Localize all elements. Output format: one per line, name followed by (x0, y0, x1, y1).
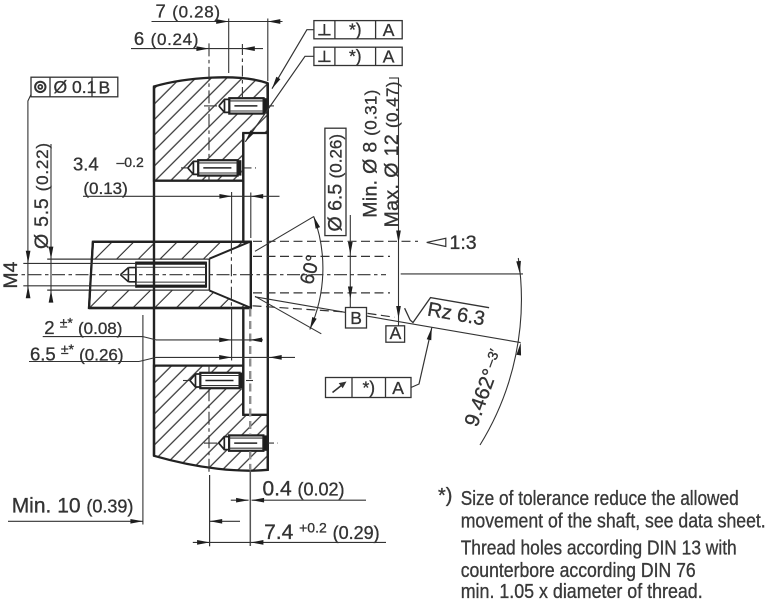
svg-text:1:3: 1:3 (450, 232, 477, 254)
svg-text:A: A (383, 20, 395, 40)
svg-text:Ø 0.1: Ø 0.1 (54, 77, 97, 97)
svg-text:A: A (392, 378, 404, 398)
svg-text:Max. Ø 12 (0.47): Max. Ø 12 (0.47) (381, 82, 403, 228)
svg-text:*): *) (363, 377, 376, 397)
svg-text:Ø 6.5 (0.26): Ø 6.5 (0.26) (325, 134, 347, 232)
svg-text:Min. 10 (0.39): Min. 10 (0.39) (12, 495, 134, 518)
svg-text:Size of tolerance reduce the a: Size of tolerance reduce the allowed (461, 488, 739, 510)
svg-text:Min. Ø 8 (0.31): Min. Ø 8 (0.31) (360, 90, 382, 218)
svg-text:(0.13): (0.13) (83, 179, 127, 198)
svg-text:A: A (390, 323, 402, 343)
svg-text:–0.2: –0.2 (117, 154, 144, 170)
svg-text:A: A (383, 47, 395, 67)
svg-text:6 (0.24): 6 (0.24) (134, 28, 199, 49)
svg-text:movement of the shaft, see dat: movement of the shaft, see data sheet. (461, 510, 766, 532)
svg-text:7 (0.28): 7 (0.28) (156, 1, 221, 22)
svg-text:B: B (350, 308, 362, 328)
svg-text:min. 1.05 x diameter of thread: min. 1.05 x diameter of thread. (461, 581, 703, 600)
svg-text:*): *) (438, 485, 452, 507)
svg-text:M4: M4 (0, 261, 22, 288)
svg-text:Ø 5.5 (0.22): Ø 5.5 (0.22) (31, 143, 53, 249)
svg-text:B: B (99, 78, 111, 98)
svg-text:3.4: 3.4 (73, 154, 99, 175)
svg-text:*): *) (349, 46, 362, 66)
svg-text:0.4 (0.02): 0.4 (0.02) (263, 478, 345, 501)
svg-text:Thread holes according DIN 13: Thread holes according DIN 13 with (461, 538, 737, 560)
svg-text:counterbore according DIN 76: counterbore according DIN 76 (461, 560, 696, 582)
svg-text:*): *) (349, 19, 362, 39)
